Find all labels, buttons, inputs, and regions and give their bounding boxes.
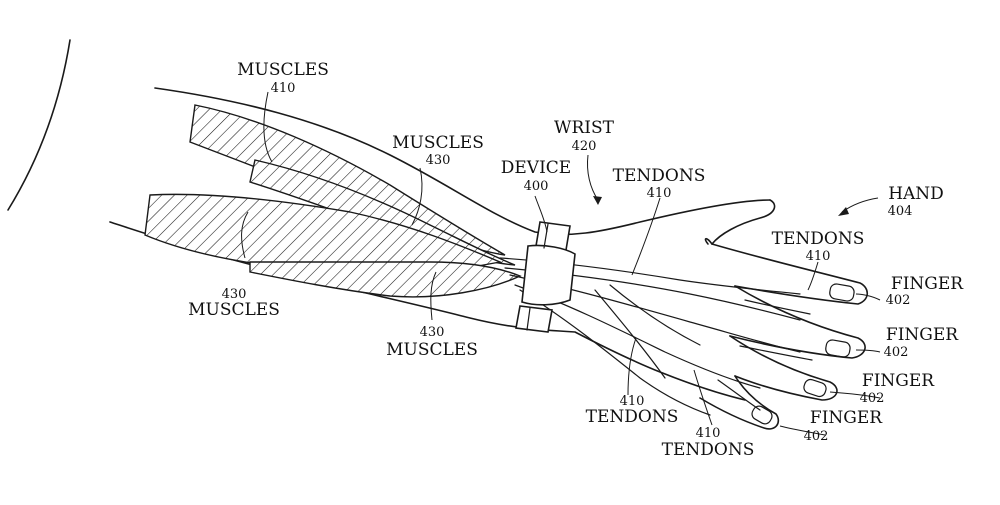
svg-text:DEVICE: DEVICE [501,158,571,178]
svg-text:MUSCLES: MUSCLES [392,133,484,153]
label-muscles-430-top: MUSCLES 430 [392,133,484,168]
svg-text:402: 402 [886,293,911,308]
label-muscles-430-bottom: 430 MUSCLES [386,325,478,360]
nail-2 [825,339,851,358]
svg-text:402: 402 [884,345,909,360]
svg-text:FINGER: FINGER [891,274,964,294]
svg-text:TENDONS: TENDONS [772,229,865,249]
svg-text:MUSCLES: MUSCLES [188,300,280,320]
label-finger-402-d: FINGER 402 [804,408,884,444]
device-face [521,244,576,306]
nail-4 [751,405,773,425]
label-hand-404: HAND 404 [888,184,944,219]
wrist-device [515,221,576,333]
svg-text:430: 430 [222,287,247,302]
svg-text:410: 410 [647,186,672,201]
svg-text:430: 430 [426,153,451,168]
svg-text:410: 410 [806,249,831,264]
svg-text:HAND: HAND [888,184,944,204]
svg-text:MUSCLES: MUSCLES [386,340,478,360]
muscles [144,104,522,298]
svg-text:FINGER: FINGER [886,325,959,345]
fingers [699,243,869,430]
label-finger-402-b: FINGER 402 [884,325,960,360]
svg-text:420: 420 [572,139,597,154]
muscle-430-bottom [249,261,522,298]
label-muscles-430-left: 430 MUSCLES [188,287,280,320]
svg-text:430: 430 [420,325,445,340]
svg-text:402: 402 [860,391,885,406]
nail-3 [803,378,827,398]
label-tendons-410-lowest: 410 TENDONS [662,426,755,460]
svg-text:400: 400 [524,179,549,194]
label-tendons-410-right: TENDONS 410 [772,229,865,264]
svg-text:FINGER: FINGER [810,408,883,428]
label-tendons-410-bottom: 410 TENDONS [586,394,679,427]
device-band-bottom [515,305,553,333]
label-finger-402-c: FINGER 402 [860,371,936,406]
svg-text:402: 402 [804,429,829,444]
svg-text:410: 410 [696,426,721,441]
svg-text:410: 410 [620,394,645,409]
leaders [241,91,881,436]
svg-text:WRIST: WRIST [554,118,615,138]
nail-1 [829,283,855,302]
label-wrist-420: WRIST 420 [554,118,615,154]
svg-text:FINGER: FINGER [862,371,935,391]
label-device-400: DEVICE 400 [501,158,571,194]
svg-text:TENDONS: TENDONS [586,407,679,427]
svg-text:404: 404 [888,204,913,219]
label-finger-402-a: FINGER 402 [886,274,965,308]
svg-text:MUSCLES: MUSCLES [237,60,329,80]
label-muscles-410: MUSCLES 410 [237,60,329,96]
label-tendons-410-top: TENDONS 410 [613,166,706,201]
svg-text:TENDONS: TENDONS [662,440,755,460]
svg-text:410: 410 [271,81,296,96]
svg-text:TENDONS: TENDONS [613,166,706,186]
